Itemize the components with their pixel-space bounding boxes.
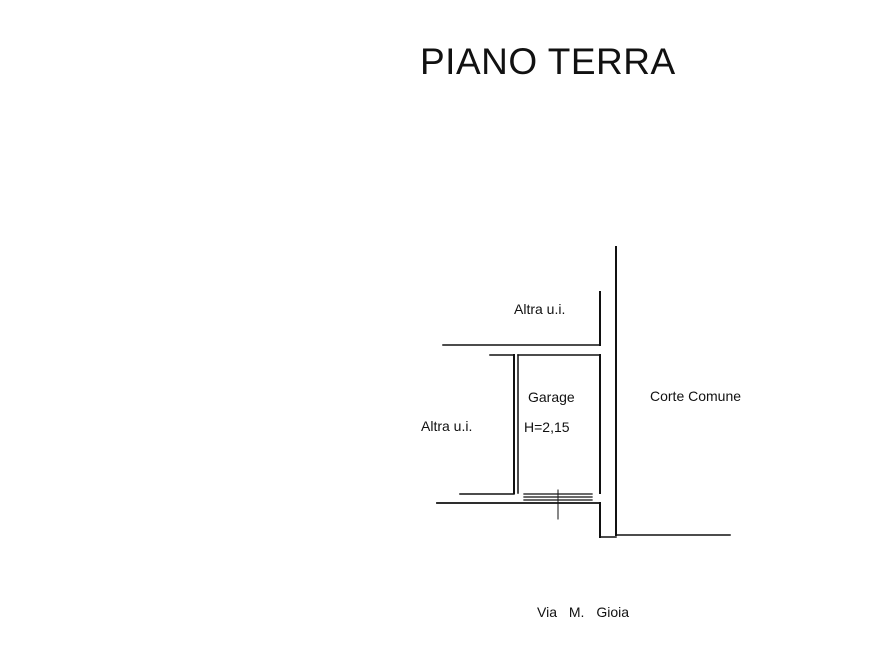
other-unit-label: Altra u.i. [421, 418, 473, 434]
garage-label: Garage [528, 389, 575, 405]
common-court-label: Corte Comune [650, 388, 742, 404]
street-name-label: Via M. Gioia [537, 604, 629, 620]
garage-height-label: H=2,15 [524, 419, 570, 435]
page-title: PIANO TERRA [420, 41, 676, 82]
other-unit-label: Altra u.i. [514, 301, 566, 317]
